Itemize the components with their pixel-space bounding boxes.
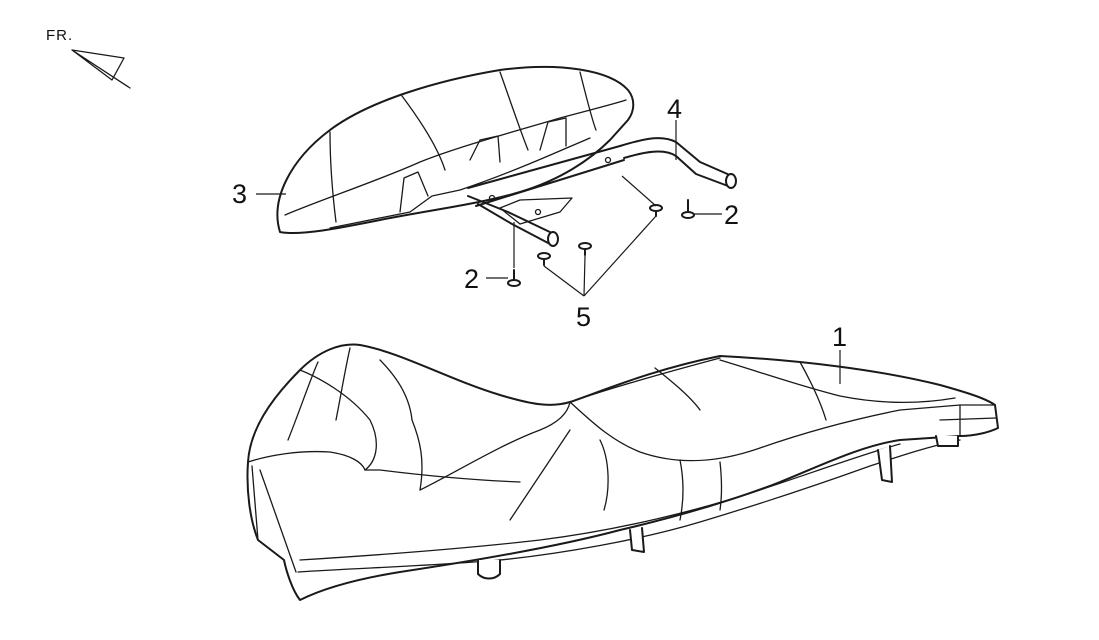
callout-part-4: 4	[667, 94, 682, 124]
main-seat-rear-pleat-1	[287, 361, 319, 441]
main-seat-waist	[569, 401, 961, 462]
grab-bar-left-tube	[467, 195, 555, 245]
leader-part-5	[543, 215, 657, 297]
callout-labels: 1 2 2 3 4 5	[232, 94, 847, 352]
main-seat-mount-leg-2	[877, 445, 893, 483]
main-seat-skirt	[299, 443, 901, 561]
bolt-left	[507, 269, 521, 287]
main-seat-part	[246, 343, 999, 601]
callout-part-1: 1	[832, 322, 847, 352]
grab-bar-hole-1	[488, 194, 496, 202]
main-seat-rear-pleat-3	[379, 359, 423, 491]
main-seat-mount-leg-1	[629, 527, 645, 553]
rear-seat-section-2	[499, 71, 529, 151]
main-seat-front-hook	[935, 435, 959, 447]
rear-seat-section-3	[579, 71, 597, 131]
callout-part-3: 3	[232, 179, 247, 209]
leader-lines	[256, 120, 841, 384]
rear-seat-section-1	[401, 95, 446, 171]
front-arrow-icon	[71, 49, 131, 89]
grab-bar-left-end	[547, 231, 559, 247]
main-seat-rear-panel	[251, 465, 297, 573]
screw-b	[578, 242, 592, 256]
bolt-left-head	[507, 279, 521, 287]
screws-part	[537, 204, 663, 266]
rear-seat-underside	[329, 137, 591, 229]
main-seat-front-pad-inner	[719, 359, 956, 403]
main-seat-rear-pleat-2	[335, 347, 351, 421]
leader-part-5-up	[621, 175, 657, 207]
front-direction-indicator: FR.	[46, 27, 131, 89]
main-seat-side-pleat-2	[679, 459, 684, 521]
main-seat-base-edge	[297, 439, 961, 573]
rear-seat-bracket-2	[469, 135, 501, 163]
main-seat-side-pleat-1	[599, 439, 609, 511]
main-seat-front-pad	[569, 357, 827, 421]
main-seat-side-pleat-3	[719, 461, 723, 511]
grab-bar-cross-rail	[467, 145, 625, 207]
rear-seat-part	[276, 65, 635, 235]
callout-part-2-left: 2	[464, 264, 479, 294]
rear-seat-bracket-3	[539, 117, 567, 151]
main-seat-front-tip	[939, 404, 997, 437]
grab-bar-hole-2	[604, 156, 612, 164]
grab-bar-right-end	[725, 173, 737, 189]
grab-bar-plate	[499, 197, 573, 225]
main-seat-mount-foot	[477, 559, 501, 580]
rear-seat-pad-line	[284, 99, 627, 216]
bolt-right	[681, 199, 695, 219]
front-direction-label: FR.	[46, 27, 73, 44]
main-seat-rear-hump-side	[247, 450, 521, 483]
screw-a	[537, 252, 551, 266]
callout-part-5: 5	[576, 302, 591, 332]
rear-seat-bracket-1	[399, 171, 429, 213]
screw-c	[649, 204, 663, 217]
rear-seat-section-4	[329, 131, 337, 223]
main-seat-outline	[246, 343, 999, 601]
grab-bar-hole-3	[534, 208, 542, 216]
callout-part-2-right: 2	[724, 200, 739, 230]
main-seat-middle-section	[419, 401, 571, 521]
bolt-right-head	[681, 211, 695, 219]
main-seat-rear-hump-top	[299, 369, 377, 471]
